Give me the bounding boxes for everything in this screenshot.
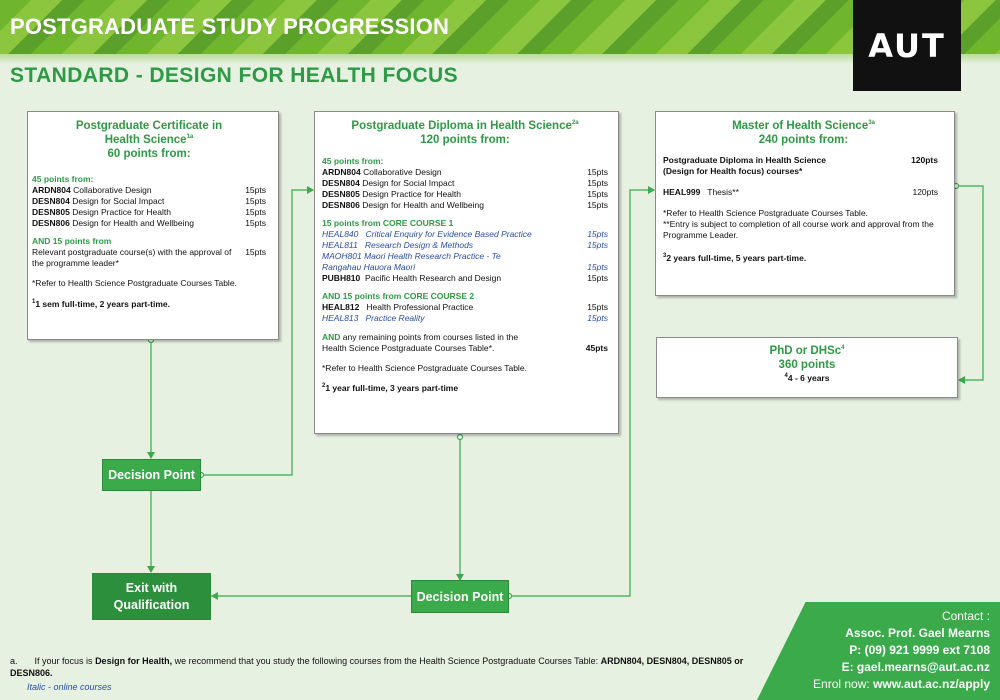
master-note2: **Entry is subject to completion of all … (663, 219, 934, 240)
master-title-sup: 3a (868, 120, 875, 127)
footnote-marker: a. (10, 656, 18, 666)
contact-phone: P: (09) 921 9999 ext 7108 (849, 643, 990, 657)
header-banner (0, 0, 1000, 54)
aut-logo: AUT (853, 0, 961, 91)
master-footnote: 32 years full-time, 5 years part-time. (663, 253, 807, 263)
page-title: POSTGRADUATE STUDY PROGRESSION (10, 14, 450, 39)
course-row: HEAL840 Critical Enquiry for Evidence Ba… (322, 229, 608, 239)
course-row: MAOH801 Maori Health Research Practice -… (322, 251, 608, 272)
master-title: Master of Health Science (732, 120, 869, 132)
diploma-title-sup: 2a (571, 120, 579, 127)
course-row: Relevant postgraduate course(s) with the… (32, 247, 266, 268)
exit-with-qualification: Exit with Qualification (92, 573, 211, 620)
legend-online-courses: Italic - online courses (27, 682, 112, 692)
contact-email[interactable]: E: gael.mearns@aut.ac.nz (841, 660, 990, 674)
phd-points: 360 points (778, 359, 836, 371)
certificate-title-sup: 1a (186, 134, 194, 141)
contact-name: Assoc. Prof. Gael Mearns (845, 626, 990, 640)
master-item-thesis: HEAL999 Thesis**120pts (663, 187, 938, 197)
diploma-points: 120 points from: (420, 134, 510, 146)
phd-title: PhD or DHSc (769, 345, 842, 357)
master-item-diploma: Postgraduate Diploma in Health Science (… (663, 155, 938, 176)
diploma-remaining: AND any remaining points from courses li… (322, 332, 608, 353)
page-subtitle: STANDARD - DESIGN FOR HEALTH FOCUS (10, 64, 458, 87)
decision-point-1: Decision Point (102, 459, 201, 491)
diploma-note: *Refer to Health Science Postgraduate Co… (322, 363, 527, 373)
phd-duration: 44 - 6 years (784, 373, 830, 383)
diploma-title: Postgraduate Diploma in Health Science (351, 120, 572, 132)
decision-point-2: Decision Point (411, 580, 509, 613)
diploma-box: Postgraduate Diploma in Health Science2a… (314, 111, 619, 434)
certificate-section-elective: AND 15 points from (32, 236, 112, 246)
master-points: 240 points from: (758, 134, 849, 146)
diploma-section-core1: 15 points from CORE COURSE 1 (322, 218, 454, 228)
diploma-core1-list: HEAL840 Critical Enquiry for Evidence Ba… (322, 229, 608, 284)
master-box: Master of Health Science3a 240 points fr… (655, 111, 955, 296)
certificate-note: *Refer to Health Science Postgraduate Co… (32, 278, 237, 288)
certificate-section-core: 45 points from: (32, 174, 94, 184)
contact-heading: Contact : (941, 609, 990, 623)
course-row: PUBH810 Pacific Health Research and Desi… (322, 273, 608, 283)
diploma-footnote: 21 year full-time, 3 years part-time (322, 383, 459, 393)
phd-title-sup: 4 (841, 345, 845, 352)
certificate-title-line1: Postgraduate Certificate in (75, 120, 223, 132)
diploma-section-core: 45 points from: (322, 156, 384, 166)
phd-box: PhD or DHSc4 360 points 44 - 6 years (656, 337, 958, 398)
certificate-footnote: 11 sem full-time, 2 years part-time. (32, 299, 170, 309)
contact-enrol: Enrol now: www.aut.ac.nz/apply (813, 677, 990, 691)
footnote: a. If your focus is Design for Health, w… (10, 656, 744, 678)
certificate-points: 60 points from: (107, 148, 191, 160)
banner-fade (0, 54, 1000, 64)
certificate-box: Postgraduate Certificate in Health Scien… (27, 111, 279, 340)
diploma-section-core2: AND 15 points from CORE COURSE 2 (322, 291, 475, 301)
master-note1: *Refer to Health Science Postgraduate Co… (663, 208, 868, 218)
certificate-title-line2: Health Science (104, 134, 187, 146)
enrol-link[interactable]: www.aut.ac.nz/apply (873, 677, 990, 691)
